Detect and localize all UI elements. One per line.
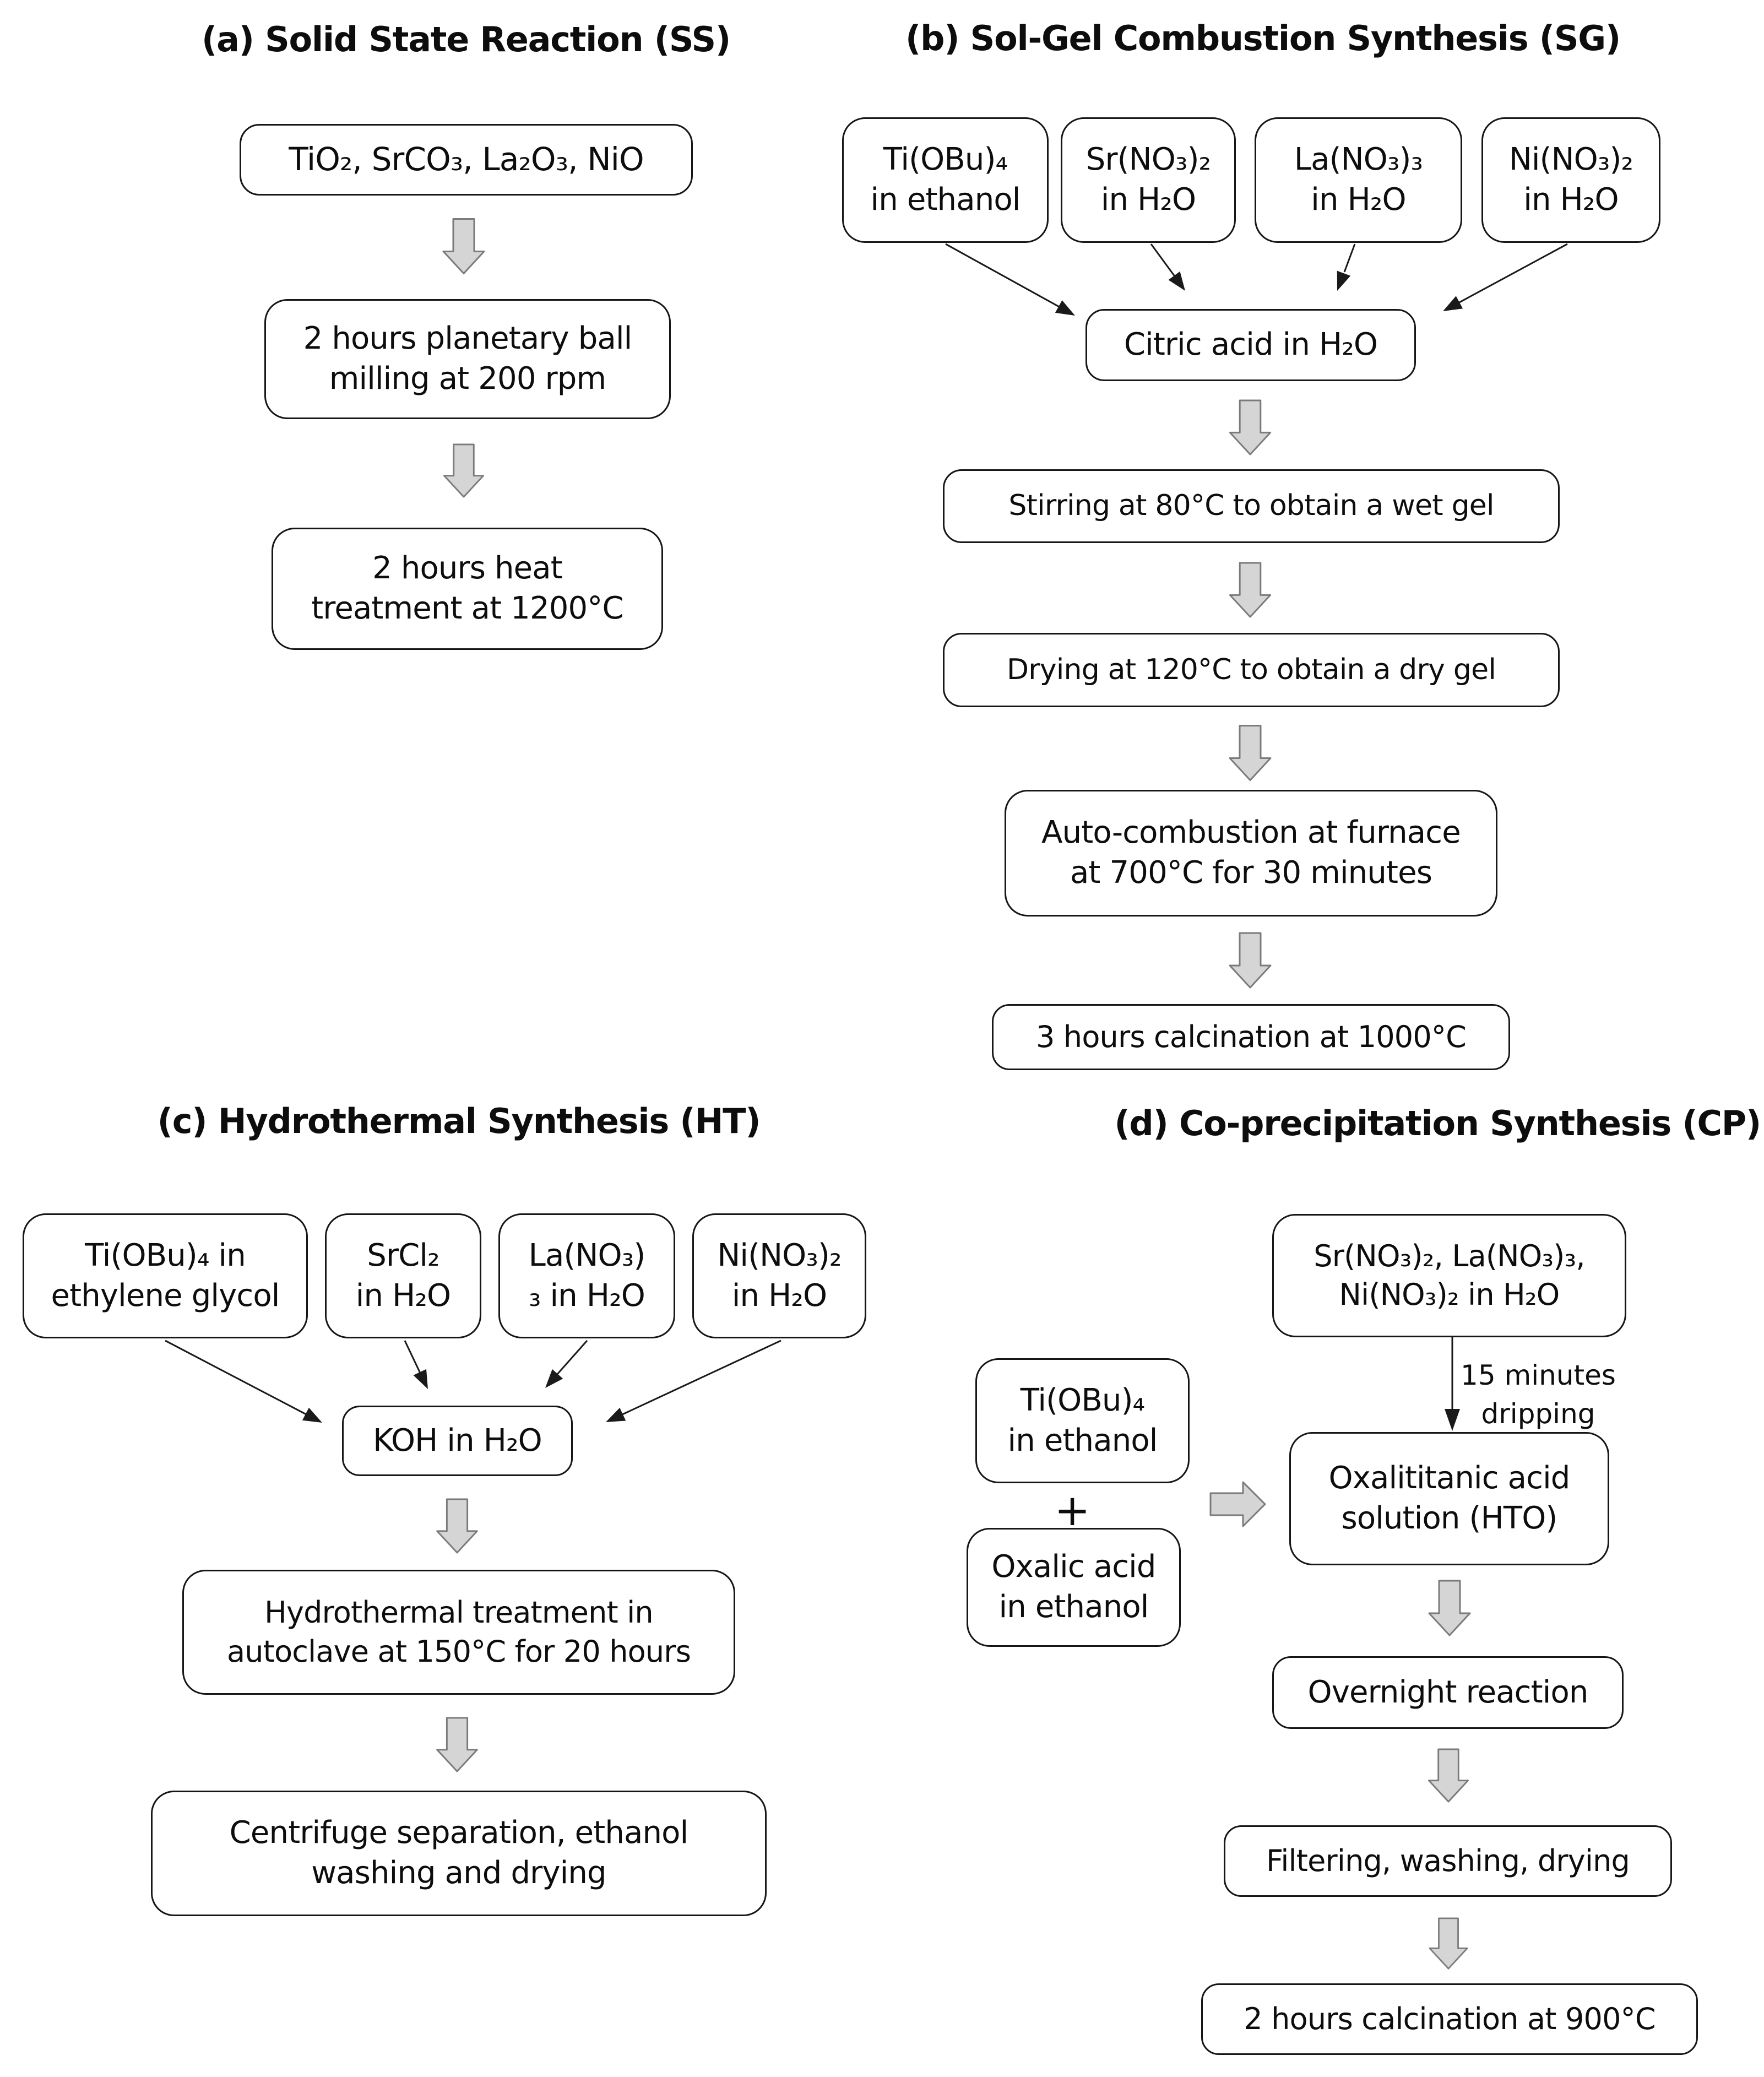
down-arrow-icon: [1229, 725, 1272, 781]
down-arrow-icon: [442, 218, 485, 274]
down-arrow-icon: [1229, 399, 1272, 455]
b-source-la-box: La(NO₃)₃ in H₂O: [1255, 117, 1462, 243]
right-arrow-icon: [1209, 1481, 1266, 1527]
d-hto-box: Oxalititanic acid solution (HTO): [1289, 1432, 1609, 1565]
d-dripping-label: 15 minutes dripping: [1461, 1359, 1616, 1430]
panel-d-title: (d) Co-precipitation Synthesis (CP): [1114, 1103, 1761, 1143]
connector-arrow-c-la-to-koh: [545, 1340, 588, 1388]
d-plus-sign: +: [1054, 1486, 1090, 1536]
connector-arrow-b-la-to-citric: [1337, 243, 1356, 291]
down-arrow-icon: [436, 1717, 478, 1772]
d-nitrates-box: Sr(NO₃)₂, La(NO₃)₃, Ni(NO₃)₂ in H₂O: [1272, 1214, 1626, 1337]
down-arrow-icon: [436, 1498, 478, 1554]
d-calcination-box: 2 hours calcination at 900°C: [1201, 1983, 1698, 2055]
down-arrow-icon: [1429, 1917, 1468, 1970]
b-source-ti-box: Ti(OBu)₄ in ethanol: [842, 117, 1049, 243]
panel-b-title: (b) Sol-Gel Combustion Synthesis (SG): [905, 18, 1621, 58]
panel-a-title: (a) Solid State Reaction (SS): [201, 19, 731, 59]
down-arrow-icon: [1229, 932, 1272, 989]
a-reagents-box: TiO₂, SrCO₃, La₂O₃, NiO: [240, 124, 693, 196]
a-milling-box: 2 hours planetary ball milling at 200 rp…: [264, 299, 671, 419]
connector-arrow-c-ti-to-koh: [165, 1340, 322, 1423]
c-koh-box: KOH in H₂O: [342, 1406, 573, 1476]
connector-arrow-b-sr-to-citric: [1150, 243, 1185, 291]
d-overnight-box: Overnight reaction: [1272, 1656, 1624, 1729]
down-arrow-icon: [443, 443, 485, 498]
b-calcination-box: 3 hours calcination at 1000°C: [992, 1004, 1510, 1070]
panel-c-title: (c) Hydrothermal Synthesis (HT): [157, 1101, 761, 1141]
c-centrifuge-box: Centrifuge separation, ethanol washing a…: [151, 1791, 767, 1916]
b-source-sr-box: Sr(NO₃)₂ in H₂O: [1061, 117, 1236, 243]
connector-arrow-b-ni-to-citric: [1443, 243, 1568, 311]
c-source-la-box: La(NO₃) ₃ in H₂O: [498, 1213, 675, 1338]
b-citric-box: Citric acid in H₂O: [1085, 309, 1416, 381]
b-combustion-box: Auto-combustion at furnace at 700°C for …: [1005, 790, 1497, 917]
b-stirring-box: Stirring at 80°C to obtain a wet gel: [943, 469, 1560, 543]
d-tiobu-box: Ti(OBu)₄ in ethanol: [975, 1358, 1190, 1483]
b-source-ni-box: Ni(NO₃)₂ in H₂O: [1481, 117, 1660, 243]
c-source-ni-box: Ni(NO₃)₂ in H₂O: [692, 1213, 866, 1338]
connector-arrow-b-ti-to-citric: [945, 243, 1075, 316]
connector-arrow-c-sr-to-koh: [404, 1340, 428, 1389]
c-source-sr-box: SrCl₂ in H₂O: [325, 1213, 481, 1338]
connector-arrow-d-dripping: [1445, 1337, 1460, 1431]
d-filtering-box: Filtering, washing, drying: [1224, 1825, 1672, 1897]
c-hydrothermal-box: Hydrothermal treatment in autoclave at 1…: [182, 1570, 735, 1695]
down-arrow-icon: [1229, 562, 1272, 618]
down-arrow-icon: [1428, 1580, 1471, 1636]
c-source-ti-box: Ti(OBu)₄ in ethylene glycol: [23, 1213, 308, 1338]
connector-arrow-c-ni-to-koh: [606, 1340, 781, 1422]
b-drying-box: Drying at 120°C to obtain a dry gel: [943, 633, 1560, 707]
a-heat-box: 2 hours heat treatment at 1200°C: [272, 528, 663, 650]
d-oxalic-box: Oxalic acid in ethanol: [967, 1528, 1181, 1647]
down-arrow-icon: [1428, 1748, 1469, 1803]
